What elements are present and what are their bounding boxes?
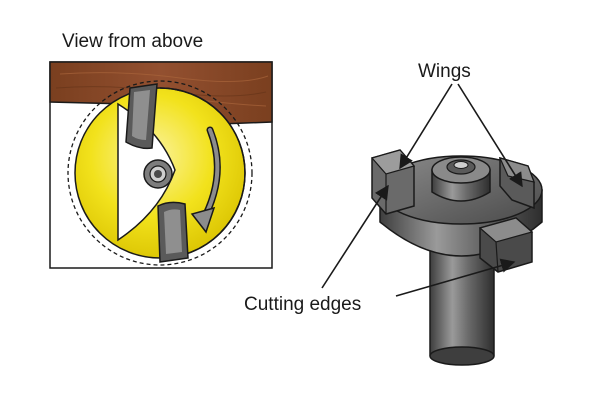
view-from-above-label: View from above <box>62 31 203 52</box>
cutting-edges-label: Cutting edges <box>244 294 361 315</box>
top-view-panel <box>49 61 273 269</box>
wings-pointer-left <box>399 83 453 170</box>
cutting-edges-pointer-lower <box>395 258 516 297</box>
cutting-circle <box>67 80 253 266</box>
cutting-edges-pointer-upper <box>321 184 389 289</box>
wings-pointer-right <box>457 83 523 188</box>
router-bit-3d <box>370 149 543 366</box>
wings-label: Wings <box>418 61 471 82</box>
